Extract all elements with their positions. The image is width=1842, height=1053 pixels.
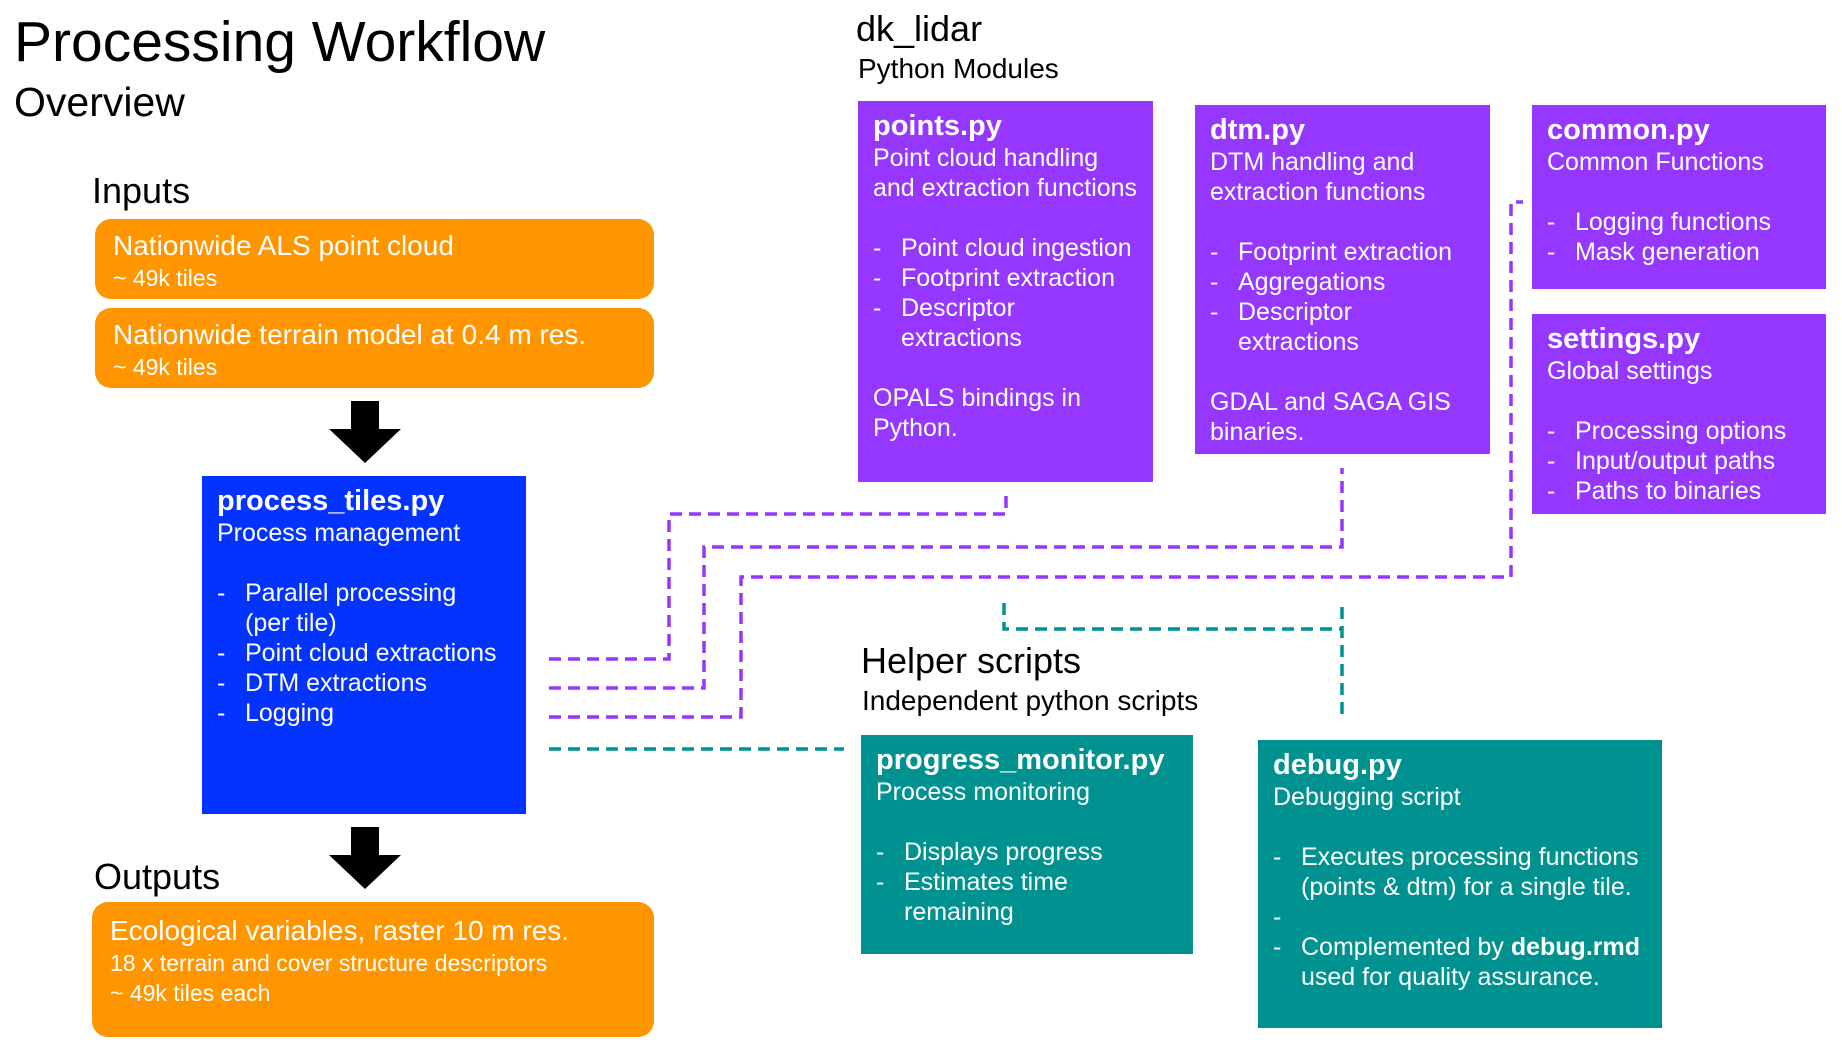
bullet-item: Estimates time remaining <box>876 867 1094 927</box>
bullet-item: Executes processing functions (points & … <box>1273 842 1646 902</box>
bullet-bold-text: debug.rmd <box>1510 933 1640 961</box>
bullet-item: Displays progress <box>876 837 1178 867</box>
bullet-item: Parallel processing (per tile) <box>217 578 475 638</box>
helpers-label: Helper scripts <box>861 640 1082 681</box>
module-desc: Global settings <box>1547 357 1713 385</box>
inputs-label: Inputs <box>92 170 191 211</box>
module-name: dtm.py <box>1210 114 1306 146</box>
bullet-item: Point cloud extractions <box>217 638 511 668</box>
module-name: points.py <box>873 110 1002 142</box>
bullet-item: Descriptor extractions <box>873 293 1061 353</box>
common-module-box: common.py Common Functions Logging funct… <box>1532 105 1826 289</box>
bullet-item: Footprint extraction <box>1210 237 1475 267</box>
modules-sublabel: Python Modules <box>858 53 1059 84</box>
bullet-item: Complemented by debug.rmd used for quali… <box>1273 932 1646 992</box>
script-name: process_tiles.py <box>217 485 445 517</box>
input-terrain-model: Nationwide terrain model at 0.4 m res. ~… <box>95 308 654 388</box>
bullet-list: Logging functions Mask generation <box>1547 207 1811 267</box>
dtm-module-box: dtm.py DTM handling and extraction funct… <box>1195 105 1490 454</box>
module-name: settings.py <box>1547 323 1701 355</box>
bullet-list: Processing options Input/output paths Pa… <box>1547 416 1811 506</box>
module-name: common.py <box>1547 114 1710 146</box>
progress-monitor-box: progress_monitor.py Process monitoring D… <box>861 735 1193 954</box>
spacer <box>1273 902 1647 932</box>
settings-module-box: settings.py Global settings Processing o… <box>1532 314 1826 514</box>
module-desc: Common Functions <box>1547 148 1764 176</box>
bullet-item: Footprint extraction <box>873 263 1138 293</box>
connector-helpers-link <box>1002 603 1342 631</box>
module-note: OPALS bindings in Python. <box>873 384 1081 442</box>
bullet-text: used for quality assurance. <box>1301 963 1600 991</box>
input-detail: ~ 49k tiles <box>113 354 218 380</box>
bullet-item: Mask generation <box>1547 237 1811 267</box>
output-detail: 18 x terrain and cover structure descrip… <box>110 950 548 976</box>
bullet-item: Descriptor extractions <box>1210 297 1398 357</box>
process-tiles-box: process_tiles.py Process management Para… <box>202 476 526 814</box>
module-note: GDAL and SAGA GIS binaries. <box>1210 388 1451 446</box>
page-title: Processing Workflow <box>14 10 546 74</box>
input-title: Nationwide terrain model at 0.4 m res. <box>113 319 587 350</box>
bullet-list: Point cloud ingestion Footprint extracti… <box>873 233 1138 353</box>
bullet-list: Footprint extraction Aggregations Descri… <box>1210 237 1475 357</box>
bullet-text: Complemented by <box>1301 933 1511 961</box>
bullet-item: Paths to binaries <box>1547 476 1811 506</box>
connector-common-settings <box>549 200 1523 719</box>
bullet-item: Logging functions <box>1547 207 1811 237</box>
script-name: progress_monitor.py <box>876 744 1165 776</box>
input-title: Nationwide ALS point cloud <box>113 230 454 261</box>
points-module-box: points.py Point cloud handling and extra… <box>858 101 1153 482</box>
connector-points <box>549 494 1008 661</box>
input-als-point-cloud: Nationwide ALS point cloud ~ 49k tiles <box>95 219 654 299</box>
output-title: Ecological variables, raster 10 m res. <box>110 915 570 946</box>
bullet-item: Input/output paths <box>1547 446 1811 476</box>
bullet-list: Displays progress Estimates time remaini… <box>876 837 1178 927</box>
script-desc: Debugging script <box>1273 783 1461 811</box>
module-desc: DTM handling and extraction functions <box>1210 148 1426 206</box>
helpers-sublabel: Independent python scripts <box>862 685 1199 716</box>
script-desc: Process monitoring <box>876 778 1090 806</box>
arrow-down-icon <box>329 401 401 463</box>
modules-label: dk_lidar <box>856 8 983 49</box>
bullet-item: Point cloud ingestion <box>873 233 1138 263</box>
output-detail: ~ 49k tiles each <box>110 980 271 1006</box>
connector-dtm <box>549 468 1344 690</box>
script-desc: Process management <box>217 519 461 547</box>
bullet-item: DTM extractions <box>217 668 511 698</box>
debug-box: debug.py Debugging script Executes proce… <box>1258 740 1662 1028</box>
outputs-label: Outputs <box>94 856 221 897</box>
bullet-list: Parallel processing (per tile) Point clo… <box>217 578 511 728</box>
input-detail: ~ 49k tiles <box>113 265 218 291</box>
bullet-item: Logging <box>217 698 511 728</box>
arrow-down-icon <box>329 827 401 889</box>
page-subtitle: Overview <box>14 79 185 125</box>
output-ecological-variables: Ecological variables, raster 10 m res. 1… <box>92 902 654 1037</box>
script-name: debug.py <box>1273 749 1402 781</box>
bullet-item: Aggregations <box>1210 267 1475 297</box>
bullet-item: Processing options <box>1547 416 1811 446</box>
bullet-list: Executes processing functions (points & … <box>1273 842 1647 992</box>
module-desc: Point cloud handling and extraction func… <box>873 144 1138 202</box>
